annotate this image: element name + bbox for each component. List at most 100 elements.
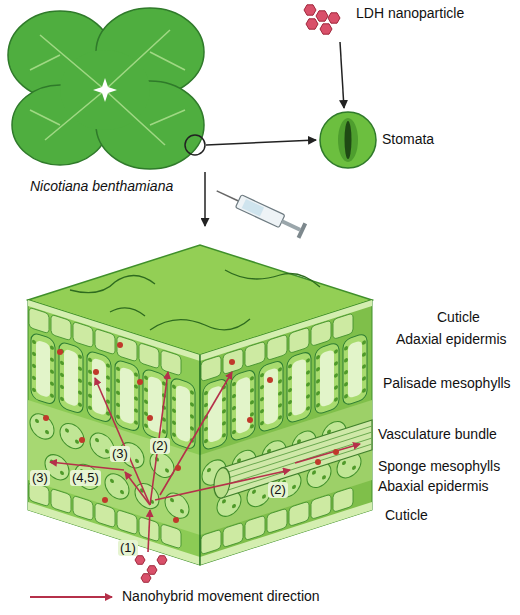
zoom-circle [185, 135, 205, 155]
vacuole [120, 366, 134, 424]
vacuole [176, 384, 190, 442]
syringe-needle [217, 191, 239, 201]
chloroplast [75, 439, 79, 444]
chloroplast [78, 378, 82, 383]
chloroplast [165, 468, 169, 473]
movement-arrows [50, 372, 360, 552]
chloroplast [362, 352, 366, 357]
chloroplast [106, 387, 110, 392]
movement-arrow [155, 470, 290, 500]
epidermis-cell [333, 487, 353, 512]
ldh-hexagon [147, 566, 157, 575]
right-face [200, 300, 372, 565]
bundle-end [214, 465, 230, 500]
chloroplast [172, 384, 176, 389]
sponge-cell [105, 471, 129, 503]
chloroplast [344, 370, 348, 375]
chloroplast [306, 358, 310, 363]
chloroplast [60, 384, 64, 389]
chloroplast [316, 391, 320, 396]
nanoparticle-dot [173, 517, 179, 523]
chloroplast [106, 375, 110, 380]
chloroplast [322, 475, 326, 480]
face-ground [28, 300, 200, 565]
chloroplast [106, 363, 110, 368]
chloroplast [88, 369, 92, 374]
part-label: LDH nanoparticle [356, 5, 464, 22]
part-label: Vasculature bundle [378, 426, 497, 443]
nanoparticle-dot [247, 417, 253, 423]
chloroplast [262, 494, 266, 499]
chloroplast [260, 385, 264, 390]
chloroplast [288, 364, 292, 369]
chloroplast [232, 429, 236, 434]
vacuole [236, 376, 250, 434]
chloroplast [45, 429, 49, 434]
callout-number: (2) [268, 482, 288, 498]
palisade-cell [115, 359, 139, 433]
chloroplast [190, 402, 194, 407]
chloroplast [250, 424, 254, 429]
movement-arrow [295, 444, 360, 463]
palisade-cell [171, 377, 195, 451]
zoom-arrow [204, 172, 206, 226]
chloroplast [116, 378, 120, 383]
chloroplast [222, 397, 226, 402]
palisade-cell [343, 333, 367, 407]
entry-arrow [340, 42, 344, 108]
chloroplast [222, 433, 226, 438]
callout-number: (1) [118, 540, 138, 556]
epidermis-cell [161, 524, 181, 549]
chloroplast [316, 355, 320, 360]
legend-arrow [30, 596, 112, 598]
nanoparticle-dot [137, 379, 143, 385]
ldh-hexagon [306, 19, 318, 29]
epidermis-cell [267, 334, 287, 360]
chloroplast [316, 379, 320, 384]
left-face [28, 300, 200, 565]
nanoparticle-dot [102, 497, 108, 503]
chloroplast [32, 351, 36, 356]
chloroplast [222, 409, 226, 414]
chloroplast [144, 387, 148, 392]
nanoparticle-dot [117, 342, 123, 348]
chloroplast [88, 393, 92, 398]
chloroplast [362, 340, 366, 345]
chloroplast [134, 396, 138, 401]
chloroplast [60, 372, 64, 377]
chloroplast [316, 367, 320, 372]
callout-number: (4,5) [70, 470, 101, 486]
epidermis-cell [73, 495, 93, 520]
epidermis-cell [201, 355, 221, 381]
chloroplast [88, 405, 92, 410]
chloroplast [65, 428, 69, 433]
ldh-cluster [135, 556, 167, 583]
chloroplast [135, 458, 139, 463]
nanoparticle-dot [79, 437, 85, 443]
epidermis-cell [223, 522, 243, 547]
ldh-hexagon [304, 5, 316, 15]
vacuole [264, 367, 278, 425]
palisade-cell [315, 342, 339, 416]
nanoparticle-dot [57, 349, 63, 355]
ldh-hexagon [320, 24, 332, 34]
part-label: Cuticle [437, 309, 480, 326]
chloroplast [144, 375, 148, 380]
chloroplast [250, 412, 254, 417]
chloroplast [32, 387, 36, 392]
chloroplast [334, 349, 338, 354]
chloroplast [190, 414, 194, 419]
chloroplast [172, 396, 176, 401]
chloroplast [204, 390, 208, 395]
callout-number: (3) [110, 446, 130, 462]
epidermis-cell [245, 515, 265, 540]
chloroplast [260, 373, 264, 378]
chloroplast [116, 402, 120, 407]
chloroplast [134, 408, 138, 413]
movement-arrow [160, 372, 232, 495]
chloroplast [32, 375, 36, 380]
chloroplast [144, 411, 148, 416]
ldh-cluster [304, 5, 340, 34]
chloroplast [60, 360, 64, 365]
chloroplast [172, 408, 176, 413]
